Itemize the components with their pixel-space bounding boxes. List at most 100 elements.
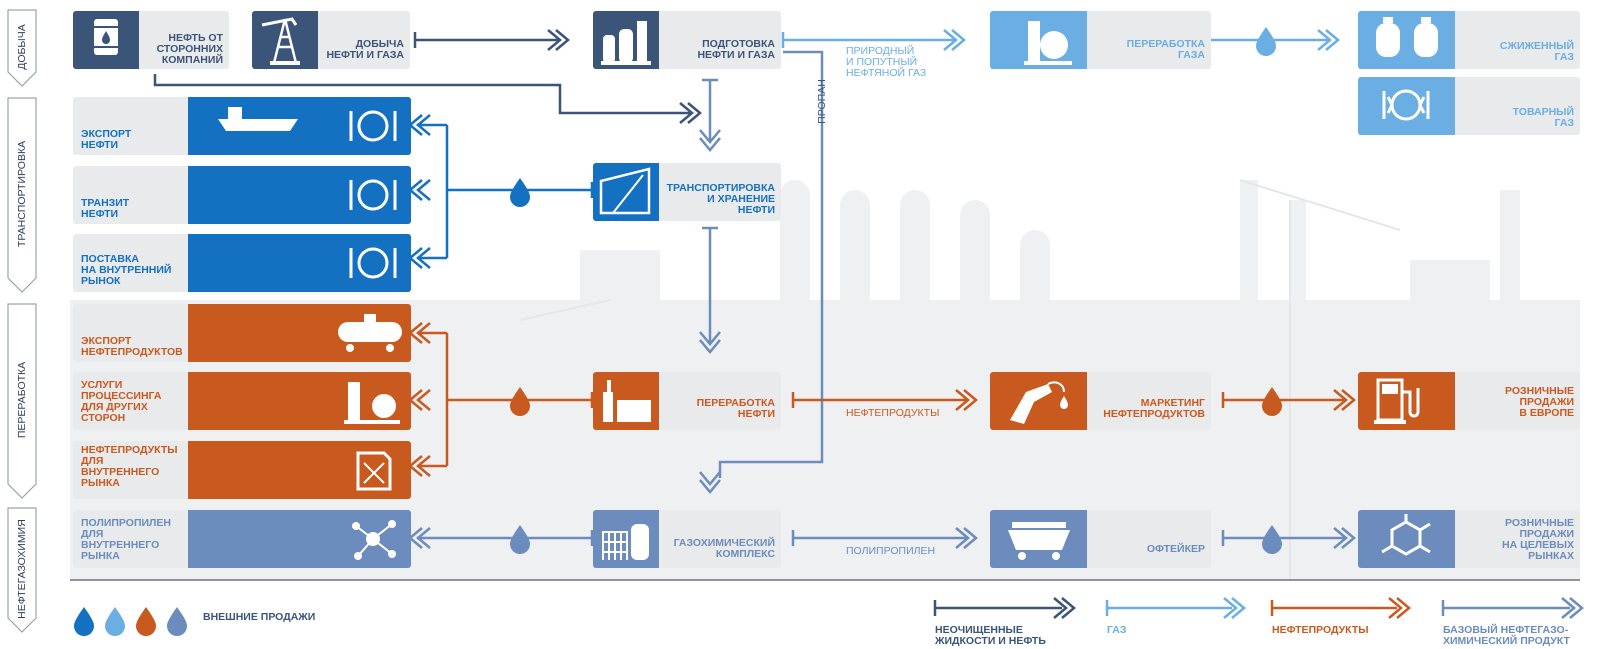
node-processing-services[interactable]: УСЛУГИ ПРОЦЕССИНГА ДЛЯ ДРУГИХ СТОРОН	[73, 372, 411, 430]
legend-external-sales: ВНЕШНИЕ ПРОДАЖИ	[203, 611, 316, 623]
rail-tank-car-icon	[338, 314, 402, 352]
valve-icon-bg	[1358, 77, 1455, 135]
node-label: ТРАНЗИТ НЕФТИ	[81, 197, 130, 220]
blue-flows	[408, 114, 594, 269]
node-label: ЭКСПОРТ НЕФТИ	[81, 128, 132, 151]
chemical-plant-icon-bg	[593, 510, 659, 568]
fuel-nozzle-icon	[1010, 381, 1068, 424]
node-third-party-oil[interactable]: НЕФТЬ ОТ СТОРОННИХ КОМПАНИЙ	[73, 11, 229, 69]
railcar-icon-bg	[990, 510, 1087, 568]
drop-icon	[136, 607, 156, 636]
petrochem-flows	[408, 527, 1356, 549]
legend-petrochem: БАЗОВЫЙ НЕФТЕГАЗО- ХИМИЧЕСКИЙ ПРОДУКТ	[1443, 624, 1570, 647]
flow-label-petroleum-products: НЕФТЕПРОДУКТЫ	[846, 407, 940, 419]
rail-tank-icon-bg	[188, 304, 411, 362]
node-oil-gas-production[interactable]: ДОБЫЧА НЕФТИ И ГАЗА	[252, 11, 410, 69]
node-product-marketing[interactable]: МАРКЕТИНГ НЕФТЕПРОДУКТОВ	[990, 372, 1211, 430]
node-label: МАРКЕТИНГ НЕФТЕПРОДУКТОВ	[1103, 397, 1205, 420]
barrel-icon	[94, 19, 118, 55]
node-label: ЭКСПОРТ НЕФТЕПРОДУКТОВ	[81, 335, 183, 358]
refinery-icon-bg	[188, 372, 411, 430]
drop-icon	[1262, 387, 1282, 416]
molecule-icon-bg	[188, 510, 411, 568]
node-polypropylene-domestic[interactable]: ПОЛИПРОПИЛЕН ДЛЯ ВНУТРЕННЕГО РЫНКА	[73, 510, 411, 568]
stage-label-production: ДОБЫЧА	[16, 24, 28, 70]
node-label: УСЛУГИ ПРОЦЕССИНГА ДЛЯ ДРУГИХ СТОРОН	[81, 379, 162, 424]
node-offtaker[interactable]: ОФТЕЙКЕР	[990, 510, 1211, 568]
drop-icon	[510, 525, 530, 554]
node-label: ПОДГОТОВКА НЕФТИ И ГАЗА	[697, 38, 775, 61]
node-domestic-products[interactable]: НЕФТЕПРОДУКТЫ ДЛЯ ВНУТРЕННЕГО РЫНКА	[73, 441, 411, 499]
node-label: ДОБЫЧА НЕФТИ И ГАЗА	[326, 38, 404, 61]
chemical-plant-icon	[602, 524, 649, 560]
fuel-station-icon-bg	[1358, 372, 1455, 430]
valve-icon	[1382, 89, 1430, 121]
hexagon-molecule-icon-bg	[1358, 510, 1455, 568]
refinery-icon	[603, 380, 651, 422]
fuel-canister-icon	[356, 451, 392, 491]
molecule-icon	[352, 520, 396, 560]
legend-graphics	[74, 597, 1584, 636]
valve-icon-bg	[188, 234, 411, 292]
node-gas-processing[interactable]: ПЕРЕРАБОТКА ГАЗА	[990, 11, 1211, 69]
stage-arrows	[7, 9, 37, 633]
flow-label-propane: ПРОПАН	[815, 79, 828, 124]
storage-tank-icon	[599, 167, 651, 215]
fuel-nozzle-icon-bg	[990, 372, 1087, 430]
node-gas-chemical-complex[interactable]: ГАЗОХИМИЧЕСКИЙ КОМПЛЕКС	[593, 510, 781, 568]
node-label: ПОЛИПРОПИЛЕН ДЛЯ ВНУТРЕННЕГО РЫНКА	[81, 517, 171, 562]
hexagon-molecule-icon	[1381, 514, 1431, 556]
node-commercial-gas[interactable]: ТОВАРНЫЙ ГАЗ	[1358, 77, 1580, 135]
node-retail-europe[interactable]: РОЗНИЧНЫЕ ПРОДАЖИ В ЕВРОПЕ	[1358, 372, 1580, 430]
node-oil-export[interactable]: ЭКСПОРТ НЕФТИ	[73, 97, 411, 155]
preparation-down-flows	[699, 78, 721, 354]
drop-icon	[510, 387, 530, 416]
gas-cylinder-icon-bg	[1358, 11, 1455, 69]
valve-icon	[349, 179, 397, 211]
stage-label-transport: ТРАНСПОРТИРОВКА	[16, 140, 28, 248]
node-oil-transport-storage[interactable]: ТРАНСПОРТИРОВКА И ХРАНЕНИЕ НЕФТИ	[593, 163, 781, 221]
node-product-export[interactable]: ЭКСПОРТ НЕФТЕПРОДУКТОВ	[73, 304, 411, 362]
node-label: ТОВАРНЫЙ ГАЗ	[1512, 106, 1574, 129]
node-oil-gas-preparation[interactable]: ПОДГОТОВКА НЕФТИ И ГАЗА	[593, 11, 781, 69]
node-label: ТРАНСПОРТИРОВКА И ХРАНЕНИЕ НЕФТИ	[666, 182, 775, 216]
node-retail-target[interactable]: РОЗНИЧНЫЕ ПРОДАЖИ НА ЦЕЛЕВЫХ РЫНКАХ	[1358, 510, 1580, 568]
gas-cylinder-icon	[1376, 17, 1438, 57]
tanker-icon-bg	[188, 97, 411, 155]
valve-icon	[349, 247, 397, 279]
stage-label-processing: ПЕРЕРАБОТКА	[16, 361, 28, 439]
preparation-plant-icon	[601, 21, 651, 65]
node-label: ПОСТАВКА НА ВНУТРЕННИЙ РЫНОК	[81, 253, 172, 287]
drop-icon	[105, 607, 125, 636]
node-oil-transit[interactable]: ТРАНЗИТ НЕФТИ	[73, 166, 411, 224]
node-label: ОФТЕЙКЕР	[1146, 543, 1205, 555]
drop-icon	[1256, 27, 1276, 56]
flow-label-associated-gas: ПРИРОДНЫЙ И ПОПУТНЫЙ НЕФТЯНОЙ ГАЗ	[846, 45, 927, 79]
plant-icon-bg	[593, 11, 659, 69]
node-label: НЕФТЬ ОТ СТОРОННИХ КОМПАНИЙ	[156, 32, 223, 66]
node-liquefied-gas[interactable]: СЖИЖЕННЫЙ ГАЗ	[1358, 11, 1580, 69]
tank-icon-bg	[593, 163, 659, 221]
drop-icons	[510, 27, 1282, 554]
node-oil-refining[interactable]: ПЕРЕРАБОТКА НЕФТИ	[593, 372, 781, 430]
propane-flow	[699, 50, 824, 494]
tanker-ship-icon	[218, 107, 397, 142]
oil-derrick-icon	[261, 17, 300, 65]
gas-plant-icon-bg	[990, 11, 1087, 69]
node-domestic-supply[interactable]: ПОСТАВКА НА ВНУТРЕННИЙ РЫНОК	[73, 234, 411, 292]
barrel-icon-bg	[73, 11, 139, 69]
legend-gas: ГАЗ	[1107, 624, 1127, 636]
stage-label-petrochemistry: НЕФТЕГАЗОХИМИЯ	[16, 519, 28, 619]
node-label: СЖИЖЕННЫЙ ГАЗ	[1499, 40, 1574, 63]
pump-icon-bg	[252, 11, 318, 69]
drop-icon	[510, 178, 530, 207]
node-label: РОЗНИЧНЫЕ ПРОДАЖИ В ЕВРОПЕ	[1505, 385, 1574, 419]
crude-flows	[153, 29, 702, 124]
gas-plant-icon	[1024, 21, 1072, 65]
background-crane	[519, 179, 1401, 580]
hopper-railcar-icon	[1008, 522, 1070, 560]
refinery-icon-bg	[593, 372, 659, 430]
drop-icon	[1262, 525, 1282, 554]
node-label: ГАЗОХИМИЧЕСКИЙ КОМПЛЕКС	[673, 537, 775, 560]
